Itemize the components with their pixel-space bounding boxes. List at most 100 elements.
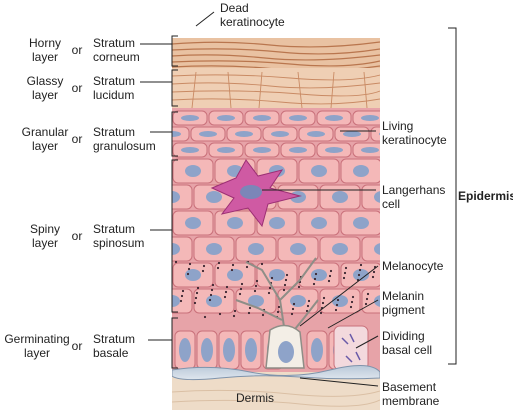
dividing-basal-cell-label: Dividing	[382, 329, 425, 343]
cell-nucleus	[201, 338, 213, 362]
cell-nucleus	[290, 243, 306, 255]
melanin-granule	[276, 310, 280, 314]
cell-nucleus	[271, 131, 289, 137]
melanin-granule	[209, 293, 213, 297]
layer-brackets	[171, 35, 178, 369]
melanin-granule	[201, 269, 205, 273]
melanin-granule	[371, 275, 375, 279]
melanin-granule	[297, 285, 301, 289]
melanin-granule	[313, 277, 317, 281]
right-leader-lines	[195, 11, 379, 387]
melanin-pigment-label-2: pigment	[382, 303, 425, 317]
melanin-granule	[365, 297, 369, 301]
layer-common-name: Glassy	[27, 74, 64, 88]
melanin-granule	[232, 314, 236, 318]
dividing-basal-cell-shape	[333, 325, 369, 371]
or-word: or	[72, 229, 83, 243]
melanin-granule	[290, 312, 294, 316]
melanin-granule	[270, 276, 274, 280]
dead-keratinocyte-label-2: keratinocyte	[220, 15, 285, 29]
melanin-granule	[307, 299, 311, 303]
cell-nucleus	[185, 165, 201, 177]
cell-nucleus	[217, 115, 235, 121]
melanin-granule	[187, 267, 191, 271]
cell-nucleus	[217, 147, 235, 153]
melanin-granule	[254, 284, 258, 288]
melanin-granule	[193, 301, 197, 305]
melanin-granule	[179, 299, 183, 303]
melanin-granule	[344, 266, 348, 270]
layer-common-name: Germinating	[4, 332, 69, 346]
melanin-granule	[218, 312, 222, 316]
layer-latin-name-2: corneum	[93, 50, 140, 64]
cell-nucleus	[172, 191, 180, 203]
melanin-granule	[210, 288, 214, 292]
melanin-granule	[261, 313, 265, 317]
cell-nucleus	[206, 295, 222, 307]
cell-nucleus	[248, 243, 264, 255]
cell-nucleus	[235, 131, 253, 137]
melanin-granule	[321, 301, 325, 305]
layer-labels: Horny layer or Stratum corneum Glassy la…	[4, 36, 155, 360]
layer-latin-name-2: granulosum	[93, 139, 156, 153]
spiny-cell	[172, 236, 193, 262]
dead-keratinocyte-label: Dead	[220, 1, 249, 15]
melanin-granule	[358, 268, 362, 272]
melanin-granule	[245, 265, 249, 269]
melanin-granule	[357, 273, 361, 277]
spiny-cell	[361, 236, 380, 262]
basement-membrane-label-2: membrane	[382, 394, 440, 408]
skin-tissue-section	[172, 38, 380, 410]
melanin-granule	[284, 278, 288, 282]
melanin-granule	[188, 262, 192, 266]
layer-latin-name-2: spinosum	[93, 236, 144, 250]
cell-nucleus	[361, 115, 379, 121]
layer-latin-name: Stratum	[93, 222, 135, 236]
layer-latin-name: Stratum	[93, 125, 135, 139]
melanin-granule	[282, 288, 286, 292]
melanin-granule	[268, 286, 272, 290]
melanin-granule	[253, 289, 257, 293]
layer-latin-name: Stratum	[93, 332, 135, 346]
cell-nucleus	[311, 165, 327, 177]
cell-nucleus	[245, 338, 257, 362]
cell-nucleus	[289, 115, 307, 121]
melanin-granule	[319, 311, 323, 315]
cell-nucleus	[332, 243, 348, 255]
cell-nucleus	[172, 243, 180, 255]
cell-nucleus	[311, 217, 327, 229]
melanin-granule	[277, 305, 281, 309]
cell-nucleus	[185, 217, 201, 229]
melanin-granule	[291, 307, 295, 311]
spiny-cell	[361, 184, 380, 210]
cell-nucleus	[353, 269, 369, 281]
or-word: or	[72, 132, 83, 146]
cell-nucleus	[172, 295, 180, 307]
melanin-granule	[314, 272, 318, 276]
cell-nucleus	[185, 269, 201, 281]
epidermis-bracket	[448, 27, 457, 365]
melanin-granule	[349, 305, 353, 309]
or-word: or	[72, 43, 83, 57]
cell-nucleus	[253, 147, 271, 153]
melanin-granule	[351, 295, 355, 299]
melanin-granule	[335, 303, 339, 307]
cell-nucleus	[289, 147, 307, 153]
melanin-granule	[260, 262, 264, 266]
layer-common-name-2: layer	[32, 236, 58, 250]
or-word: or	[72, 339, 83, 353]
living-keratinocyte-label-2: keratinocyte	[382, 133, 447, 147]
melanin-granule	[267, 291, 271, 295]
cell-nucleus	[206, 243, 222, 255]
melanin-granule	[223, 295, 227, 299]
basement-membrane	[172, 365, 380, 381]
melanin-granule	[240, 282, 244, 286]
melanin-granule	[283, 283, 287, 287]
melanin-granule	[305, 309, 309, 313]
melanin-granule	[364, 302, 368, 306]
melanin-granule	[203, 315, 207, 319]
cell-nucleus	[353, 217, 369, 229]
melanin-granule	[336, 298, 340, 302]
